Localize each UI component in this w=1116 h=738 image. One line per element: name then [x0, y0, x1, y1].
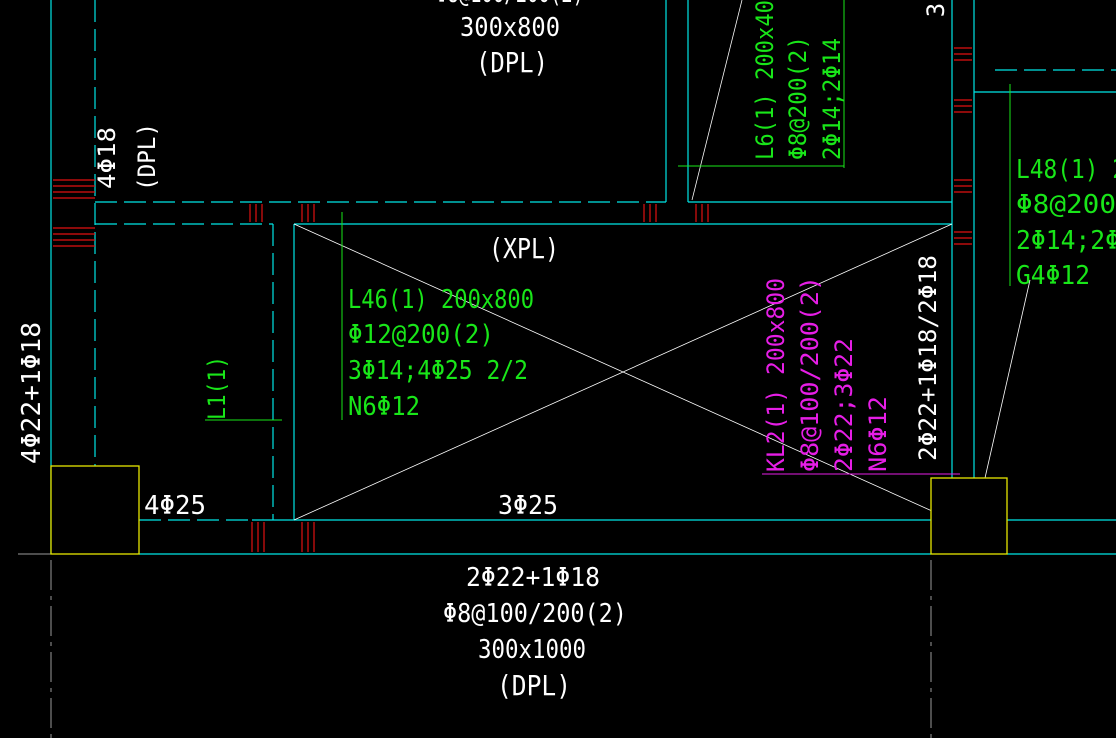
right-column-rebar-text: 2Φ22+1Φ18/2Φ18: [914, 255, 942, 461]
bottom-beam-size-text: 300x1000: [478, 635, 586, 665]
l46-note-line: Φ12@200(2): [348, 320, 494, 350]
left-column-rebar-text: 4Φ22+1Φ18: [17, 322, 47, 464]
l48-note-line: L48(1) 2: [1016, 155, 1116, 185]
l48-note-line: G4Φ12: [1016, 261, 1090, 291]
top-right-partial-text: 3: [922, 3, 950, 17]
slab-type-text: (XPL): [489, 232, 559, 265]
bottom-beam-stirrup-text: Φ8@100/200(2): [443, 599, 627, 629]
column-left[interactable]: [50, 465, 140, 555]
l6-note: L6(1) 200x40 Φ8@200(2) 2Φ14;2Φ14: [751, 0, 846, 160]
kl2-note-line: 2Φ22;3Φ22: [830, 338, 858, 472]
l46-note-line: L46(1) 200x800: [348, 285, 534, 315]
l1-label: L1(1): [203, 356, 231, 420]
l48-note-line: Φ8@200: [1016, 190, 1116, 220]
column-right[interactable]: [930, 477, 1008, 555]
left-bottom-rebar-text: 4Φ25: [144, 491, 206, 521]
l46-note: L46(1) 200x800 Φ12@200(2) 3Φ14;4Φ25 2/2 …: [348, 285, 534, 422]
kl2-note-line: Φ8@100/200(2): [796, 276, 824, 472]
mid-bottom-rebar-text: 3Φ25: [498, 491, 558, 521]
rebar-ticks: [53, 47, 972, 552]
kl2-note: KL2(1) 200x800 Φ8@100/200(2) 2Φ22;3Φ22 N…: [762, 276, 892, 472]
left-beam-rebar-text: 4Φ18: [93, 127, 121, 189]
slab-cross-lines: [293, 0, 1031, 521]
bottom-beam-rebar-text: 2Φ22+1Φ18: [466, 563, 600, 593]
beam-outlines[interactable]: [50, 0, 1116, 555]
leader-lines: [205, 0, 1011, 475]
l46-note-line: N6Φ12: [348, 392, 420, 422]
l48-note: L48(1) 2 Φ8@200 2Φ14;2Φ G4Φ12: [1016, 155, 1116, 291]
l6-note-line: Φ8@200(2): [784, 36, 812, 160]
l6-note-line: L6(1) 200x40: [751, 0, 779, 160]
kl2-note-line: N6Φ12: [864, 396, 892, 472]
top-beam-type-text: (DPL): [476, 46, 548, 79]
left-beam-type-text: (DPL): [133, 123, 161, 191]
l6-note-line: 2Φ14;2Φ14: [818, 38, 846, 160]
kl2-note-line: KL2(1) 200x800: [762, 278, 790, 472]
l46-note-line: 3Φ14;4Φ25 2/2: [348, 356, 528, 386]
bottom-beam-type-text: (DPL): [497, 669, 571, 702]
top-beam-size-text: 300x800: [460, 13, 560, 43]
l48-note-line: 2Φ14;2Φ: [1016, 226, 1116, 256]
top-beam-stirrup-text: Φ8@100/200(2): [436, 0, 584, 9]
